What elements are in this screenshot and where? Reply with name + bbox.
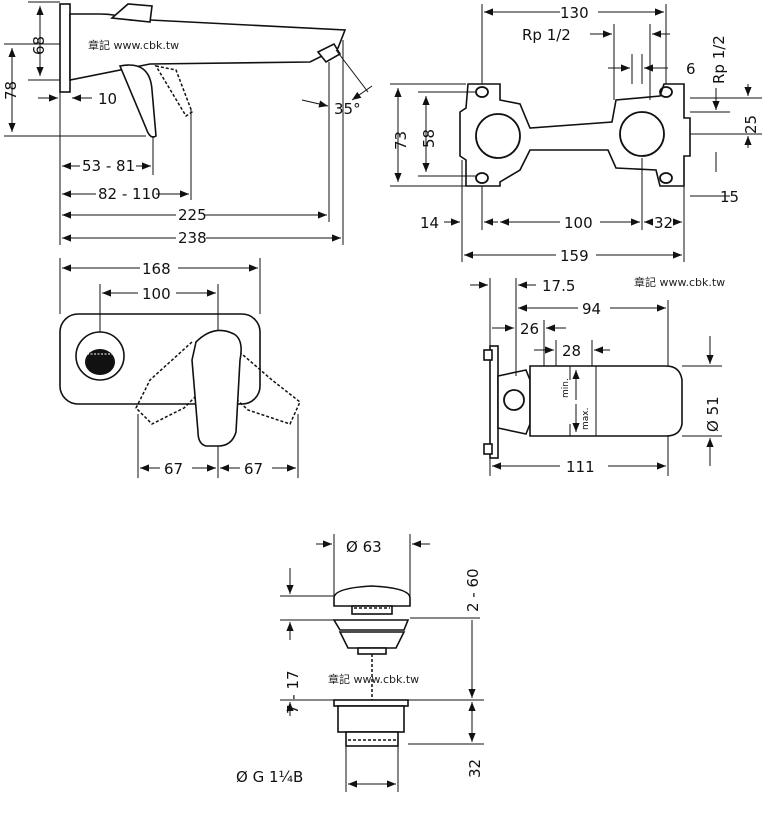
dim-94: 94: [582, 300, 601, 318]
dim-100-front: 100: [142, 285, 171, 303]
dim-82-110: 82 - 110: [98, 185, 161, 203]
dim-rp-half-v: Rp 1/2: [710, 35, 728, 84]
dim-35-angle: 35°: [334, 100, 361, 118]
drain-flange: [332, 619, 410, 631]
lever-swing-outline: [154, 64, 193, 118]
dim-25: 25: [742, 115, 760, 134]
dim-32-rough: 32: [654, 214, 673, 232]
label-max: max.: [581, 408, 591, 430]
dim-111: 111: [566, 458, 595, 476]
handle-front: [191, 329, 242, 447]
drain-cap: [333, 585, 411, 607]
aerator-front: [85, 349, 115, 375]
lever-top: [110, 3, 153, 23]
dim-dia-51: Ø 51: [704, 396, 722, 432]
drain-view: Ø 63 2 - 60 7 - 17 32 Ø G 1¼B: [236, 534, 484, 792]
dim-67-right: 67: [244, 460, 263, 478]
right-port: [619, 111, 665, 157]
dim-67-left: 67: [164, 460, 183, 478]
dim-thread: Ø G 1¼B: [236, 768, 303, 786]
mount-hole: [659, 86, 673, 98]
label-min: min.: [561, 378, 571, 398]
dim-168: 168: [142, 260, 171, 278]
rough-in-view: 130 Rp 1/2 6 Rp 1/2 73 58 25: [390, 4, 762, 265]
dim-15: 15: [720, 188, 739, 206]
dim-17-5: 17.5: [542, 277, 575, 295]
dim-58: 58: [420, 129, 438, 148]
dim-225: 225: [178, 206, 207, 224]
lever-swing-right: [219, 341, 301, 425]
lever-swing-left: [135, 341, 213, 425]
dim-130: 130: [560, 4, 589, 22]
dim-100-rough: 100: [564, 214, 593, 232]
rough-in-frame: [459, 83, 691, 187]
connector: [497, 369, 531, 435]
mount-hole: [659, 172, 673, 184]
left-port: [475, 113, 521, 159]
dim-68: 68: [30, 36, 48, 55]
drain-body: [333, 699, 409, 707]
side-rough-view: min. max. 17.5 94 26 28 Ø 51: [470, 277, 722, 476]
body-cylinder: [529, 365, 683, 437]
dim-28: 28: [562, 342, 581, 360]
dim-159: 159: [560, 247, 589, 265]
dim-7-17: 7 - 17: [284, 670, 302, 714]
dim-238: 238: [178, 229, 207, 247]
dim-14: 14: [420, 214, 439, 232]
watermark-1: 章記 www.cbk.tw: [88, 38, 179, 52]
watermark-2: 章記 www.cbk.tw: [634, 275, 725, 289]
aerator: [316, 42, 342, 64]
dim-53-81: 53 - 81: [82, 157, 135, 175]
dim-2-60: 2 - 60: [464, 568, 482, 612]
dim-6: 6: [686, 60, 696, 78]
lever-lower: [118, 64, 157, 138]
wall-plate: [59, 3, 71, 93]
dim-dia-63: Ø 63: [346, 538, 382, 556]
front-view: 168 100 67 67: [59, 258, 301, 478]
side-view: 68 78 10 35° 53 - 81 82 - 110 225: [2, 1, 373, 247]
dim-32-drain: 32: [466, 759, 484, 778]
mounting-plate: [489, 345, 499, 459]
dim-rp-half-h: Rp 1/2: [522, 26, 571, 44]
dim-10: 10: [98, 90, 117, 108]
mount-hole: [475, 172, 489, 184]
dim-78: 78: [2, 81, 20, 100]
watermark-3: 章記 www.cbk.tw: [328, 672, 419, 686]
dim-73: 73: [392, 131, 410, 150]
dim-26: 26: [520, 320, 539, 338]
